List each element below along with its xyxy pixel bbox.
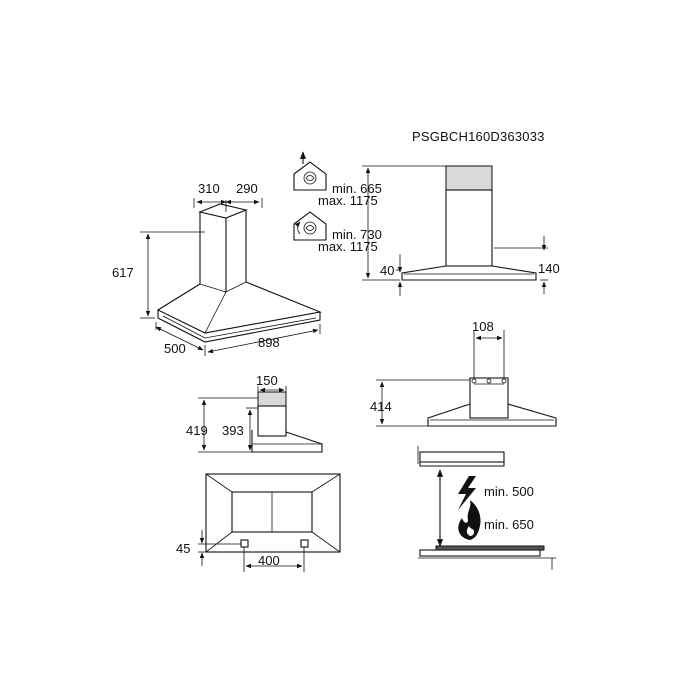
recirc-max-label: max. 1175 (318, 239, 378, 254)
recirculation-icon (293, 211, 327, 241)
hood-depth-label: 500 (164, 341, 186, 356)
side-total-height-label: 419 (186, 423, 208, 438)
lightning-icon (458, 476, 476, 510)
chimney-width-b: 290 (236, 181, 258, 196)
front-installation-drawing (362, 165, 548, 296)
outlet-max-label: max. 1175 (318, 193, 378, 208)
side-view-drawing (198, 386, 323, 453)
bracket-width-label: 108 (472, 319, 494, 334)
hole-spacing-label: 400 (258, 553, 280, 568)
electric-min-label: min. 500 (484, 484, 534, 499)
recirc-min-label: min. 730 (332, 227, 382, 242)
base-height-right-label: 140 (538, 261, 560, 276)
hood-height-label: 617 (112, 265, 134, 280)
model-code: PSGBCH160D363033 (412, 129, 545, 144)
gas-min-label: min. 650 (484, 517, 534, 532)
side-chimney-width-label: 150 (256, 373, 278, 388)
chimney-width-a: 310 (198, 181, 220, 196)
outlet-min-label: min. 665 (332, 181, 382, 196)
hood-perspective-drawing (140, 198, 322, 356)
clearance-drawing (417, 446, 556, 570)
side-body-height-label: 393 (222, 423, 244, 438)
edge-offset-label: 45 (176, 541, 191, 556)
flame-icon (458, 500, 481, 540)
bracket-height-label: 414 (370, 399, 392, 414)
ducted-outlet-icon (293, 151, 327, 191)
hood-width-label: 898 (258, 335, 280, 350)
bottom-view-drawing (198, 473, 341, 572)
bracket-view-drawing (376, 330, 557, 427)
base-height-left-label: 40 (380, 263, 395, 278)
